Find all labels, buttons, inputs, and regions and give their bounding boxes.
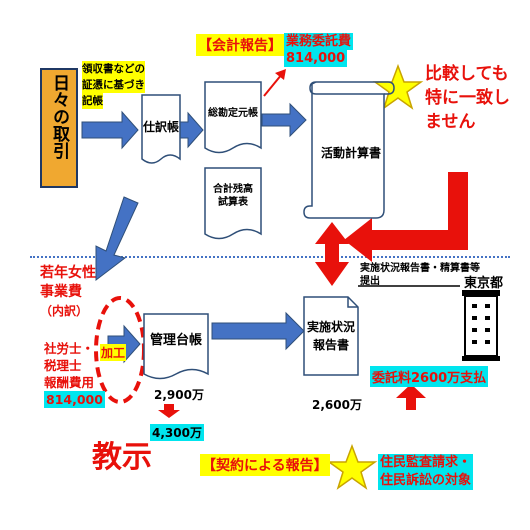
tokyo-label: 東京都 [464, 276, 504, 291]
bidirectional-arrow-icon [315, 222, 349, 286]
management-ledger-doc [143, 313, 209, 380]
accounting-report-label: 【会計報告】 [196, 34, 284, 56]
arrow-to-journal [81, 110, 139, 150]
arrow-down-to-project [95, 196, 139, 282]
daily-transactions-label: 日々の取引 [49, 74, 69, 159]
building-icon [462, 290, 500, 361]
red-up-arrow [396, 384, 426, 410]
journal-doc [141, 94, 181, 164]
amount-2600: 2,600万 [312, 398, 362, 412]
no-match-note: 比較しても 特に一致し ません [425, 64, 510, 132]
activity-statement-scroll [303, 81, 385, 219]
arrow-to-ledger [179, 111, 204, 149]
journal-label: 仕訳帳 [142, 120, 179, 134]
commission-payment-label: 委託料2600万支払 [370, 366, 489, 387]
audit-note: 住民監査請求・ 住民訴訟の対象 [378, 454, 474, 490]
contract-report-label: 【契約による報告】 [200, 454, 330, 476]
processing-label: 加工 [100, 344, 127, 361]
general-ledger-label: 総勘定元帳 [208, 108, 258, 119]
receipt-note: 領収書などの 証憑に基づき 記帳 [82, 61, 145, 109]
general-ledger-doc [204, 81, 262, 154]
submission-note: 実施状況報告書・精算書等 提出 [360, 263, 480, 287]
trial-balance-doc [204, 167, 262, 240]
arrow-to-status-report [211, 311, 305, 351]
amount-2900: 2,900万 [154, 388, 204, 402]
section-divider [30, 256, 510, 258]
fees-note: 社労士・ 税理士 報酬費用 814,000 [44, 341, 105, 408]
red-bent-arrow [344, 172, 468, 262]
star-icon [326, 443, 378, 490]
status-report-label: 実施状況 報告書 [306, 320, 355, 352]
kyoji-label: 教示 [92, 440, 152, 475]
activity-statement-label: 活動計算書 [320, 146, 381, 160]
amount-4300: 4,300万 [150, 424, 204, 441]
small-red-down-arrow [158, 404, 180, 418]
trial-balance-label: 合計残高 試算表 [213, 184, 253, 208]
project-cost-label: 若年女性 事業費 （内訳） [40, 265, 96, 318]
daily-transactions-box [40, 68, 78, 188]
arrow-to-activity [261, 102, 307, 138]
thin-red-arrow [263, 73, 283, 97]
entrusted-cost-label: 業務委託費 814,000 [284, 33, 354, 67]
status-report-doc [303, 296, 359, 376]
management-ledger-label: 管理台帳 [149, 333, 202, 348]
